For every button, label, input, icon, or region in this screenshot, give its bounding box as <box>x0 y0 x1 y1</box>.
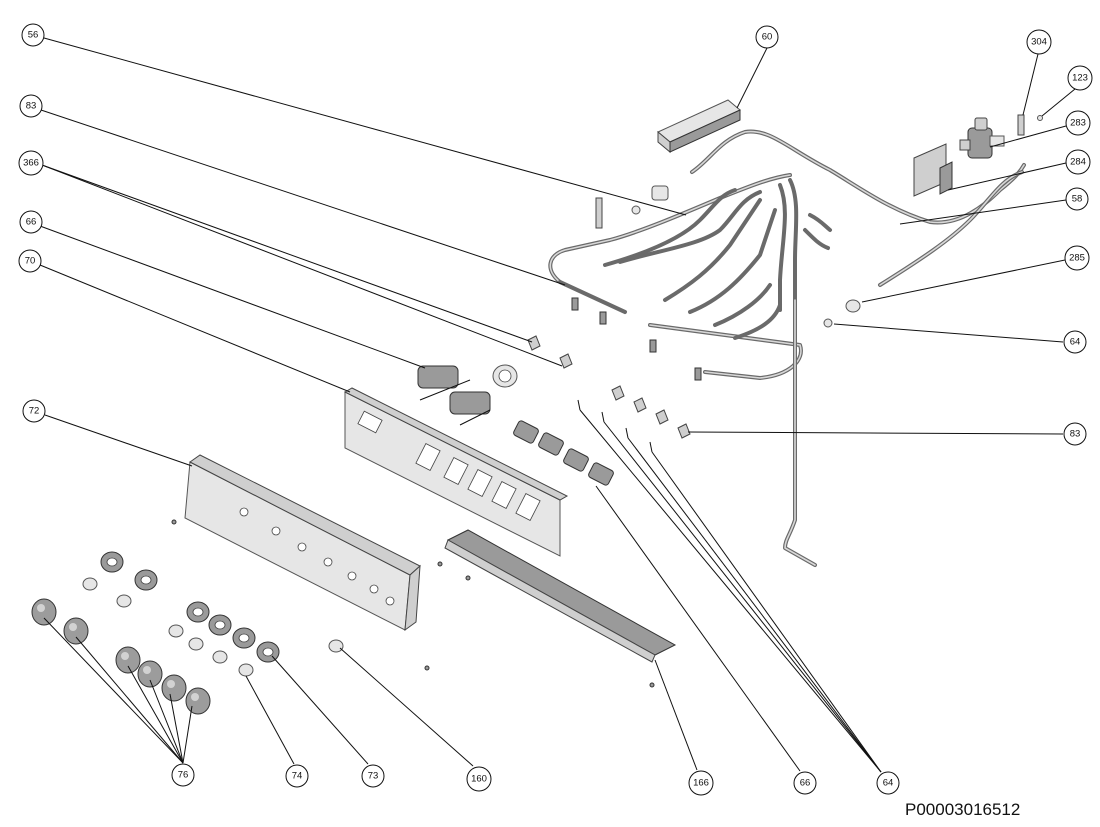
part-72-front-panel <box>184 454 421 632</box>
callout-label: 366 <box>23 158 39 169</box>
callout-64: 64 <box>1063 330 1087 354</box>
callout-label: 64 <box>1070 337 1081 348</box>
callout-160: 160 <box>466 766 492 792</box>
part-70-control-frame <box>343 387 569 557</box>
part-74-springs <box>82 577 254 677</box>
callout-label: 56 <box>28 30 39 41</box>
callout-283: 283 <box>1065 110 1091 136</box>
part-160-bush <box>328 639 344 653</box>
callout-label: 58 <box>1072 194 1083 205</box>
callout-83: 83 <box>1063 422 1087 446</box>
callout-label: 76 <box>178 770 189 781</box>
callout-58: 58 <box>1065 187 1089 211</box>
callout-284: 284 <box>1065 149 1091 175</box>
part-60-bar <box>657 99 741 154</box>
callout-73: 73 <box>361 764 385 788</box>
harness-clips <box>571 185 861 381</box>
callout-83: 83 <box>19 94 43 118</box>
part-304-clip <box>1017 114 1043 136</box>
part-76-knobs <box>31 598 211 715</box>
callout-label: 74 <box>292 771 303 782</box>
callout-label: 283 <box>1070 118 1086 129</box>
callout-label: 83 <box>1070 429 1081 440</box>
callout-label: 72 <box>29 406 40 417</box>
callout-285: 285 <box>1064 245 1090 271</box>
part-283-regulator <box>959 117 1005 159</box>
callout-label: 60 <box>762 32 773 43</box>
callout-label: 66 <box>800 778 811 789</box>
part-83-clips <box>527 335 691 439</box>
callout-72: 72 <box>22 399 46 423</box>
part-366-valves <box>417 364 518 426</box>
drawing-code: P00003016512 <box>905 800 1021 819</box>
callout-60: 60 <box>755 25 779 49</box>
callout-366: 366 <box>18 150 44 176</box>
callout-label: 83 <box>26 101 37 112</box>
callout-label: 304 <box>1031 37 1047 48</box>
callout-166: 166 <box>688 770 714 796</box>
callout-66: 66 <box>793 771 817 795</box>
callout-76: 76 <box>171 763 195 787</box>
callout-label: 285 <box>1069 253 1085 264</box>
callout-66: 66 <box>19 210 43 234</box>
callout-label: 284 <box>1070 157 1086 168</box>
callout-label: 166 <box>693 778 709 789</box>
callout-123: 123 <box>1067 65 1093 91</box>
burner-pipe-harness <box>548 173 832 567</box>
callout-64: 64 <box>876 771 900 795</box>
callout-label: 70 <box>25 256 36 267</box>
part-64-pins <box>577 399 653 453</box>
part-166-shield <box>444 529 677 663</box>
callout-label: 123 <box>1072 73 1088 84</box>
leader-lines <box>39 37 1076 773</box>
screws <box>171 519 655 688</box>
callout-label: 66 <box>26 217 37 228</box>
callout-304: 304 <box>1026 29 1052 55</box>
part-58-pipe <box>690 129 1026 287</box>
part-66-valves <box>513 420 614 486</box>
callout-label: 160 <box>471 774 487 785</box>
callout-label: 73 <box>368 771 379 782</box>
callout-74: 74 <box>285 764 309 788</box>
callout-label: 64 <box>883 778 894 789</box>
part-284-bracket <box>913 143 953 197</box>
callout-70: 70 <box>18 249 42 273</box>
callout-56: 56 <box>21 23 45 47</box>
